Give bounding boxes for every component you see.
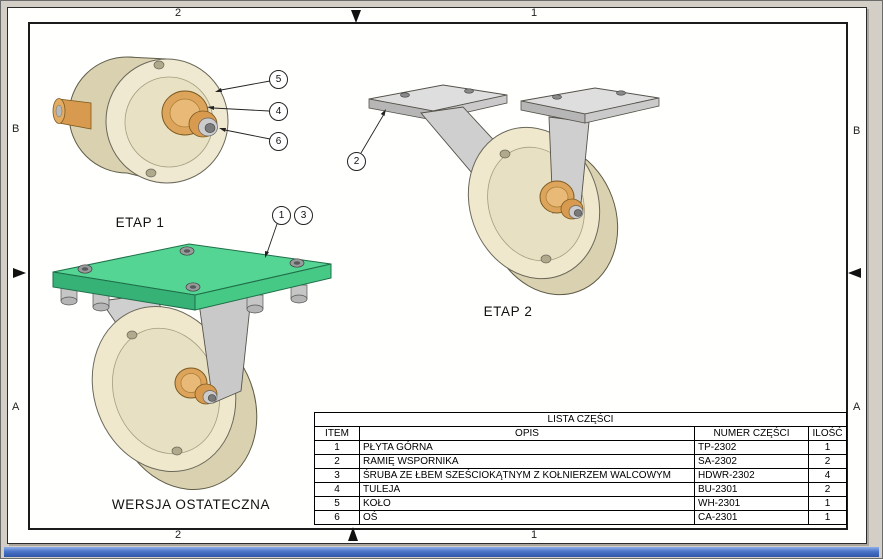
cell-numer[interactable]: TP-2302 bbox=[694, 440, 809, 455]
parts-list-table[interactable]: LISTA CZĘŚCI ITEM OPIS NUMER CZĘŚCI ILOŚ… bbox=[314, 412, 847, 525]
column-header-opis[interactable]: OPIS bbox=[359, 426, 695, 441]
cell-opis[interactable]: RAMIĘ WSPORNIKA bbox=[359, 454, 695, 469]
table-row[interactable]: 5 KOŁO WH-2301 1 bbox=[314, 496, 847, 511]
zone-label-bottom-1: 1 bbox=[531, 529, 538, 541]
cell-item[interactable]: 1 bbox=[314, 440, 360, 455]
parts-list-title: LISTA CZĘŚCI bbox=[314, 412, 847, 427]
cell-numer[interactable]: SA-2302 bbox=[694, 454, 809, 469]
zone-label-right-b: B bbox=[853, 125, 861, 137]
view-label-etap1[interactable]: ETAP 1 bbox=[115, 215, 165, 230]
balloon-4[interactable]: 4 bbox=[269, 102, 288, 121]
cell-item[interactable]: 2 bbox=[314, 454, 360, 469]
view-label-etap2[interactable]: ETAP 2 bbox=[483, 304, 533, 319]
parts-list-title-row: LISTA CZĘŚCI bbox=[314, 412, 847, 427]
zone-label-bottom-2: 2 bbox=[175, 529, 182, 541]
drawing-frame-border bbox=[28, 22, 848, 530]
table-row[interactable]: 6 OŚ CA-2301 1 bbox=[314, 510, 847, 525]
column-header-item[interactable]: ITEM bbox=[314, 426, 360, 441]
cell-item[interactable]: 5 bbox=[314, 496, 360, 511]
parts-list-header-row: ITEM OPIS NUMER CZĘŚCI ILOŚĆ bbox=[314, 426, 847, 441]
balloon-2[interactable]: 2 bbox=[347, 152, 366, 171]
column-header-ilosc[interactable]: ILOŚĆ bbox=[808, 426, 847, 441]
balloon-6[interactable]: 6 bbox=[269, 132, 288, 151]
table-row[interactable]: 2 RAMIĘ WSPORNIKA SA-2302 2 bbox=[314, 454, 847, 469]
cell-ilosc[interactable]: 1 bbox=[808, 440, 847, 455]
cell-numer[interactable]: CA-2301 bbox=[694, 510, 809, 525]
cell-item[interactable]: 4 bbox=[314, 482, 360, 497]
table-row[interactable]: 1 PŁYTA GÓRNA TP-2302 1 bbox=[314, 440, 847, 455]
cell-opis[interactable]: PŁYTA GÓRNA bbox=[359, 440, 695, 455]
cell-item[interactable]: 3 bbox=[314, 468, 360, 483]
zone-label-left-b: B bbox=[12, 123, 20, 135]
balloon-1[interactable]: 1 bbox=[272, 206, 291, 225]
table-row[interactable]: 3 ŚRUBA ZE ŁBEM SZEŚCIOKĄTNYM Z KOŁNIERZ… bbox=[314, 468, 847, 483]
column-header-numer[interactable]: NUMER CZĘŚCI bbox=[694, 426, 809, 441]
cell-ilosc[interactable]: 4 bbox=[808, 468, 847, 483]
cell-ilosc[interactable]: 2 bbox=[808, 454, 847, 469]
cell-ilosc[interactable]: 1 bbox=[808, 496, 847, 511]
cell-ilosc[interactable]: 1 bbox=[808, 510, 847, 525]
balloon-3[interactable]: 3 bbox=[294, 206, 313, 225]
cell-opis[interactable]: OŚ bbox=[359, 510, 695, 525]
cell-numer[interactable]: BU-2301 bbox=[694, 482, 809, 497]
zone-label-top-2: 2 bbox=[175, 7, 182, 19]
table-row[interactable]: 4 TULEJA BU-2301 2 bbox=[314, 482, 847, 497]
cell-numer[interactable]: HDWR-2302 bbox=[694, 468, 809, 483]
cell-ilosc[interactable]: 2 bbox=[808, 482, 847, 497]
zone-label-left-a: A bbox=[12, 401, 20, 413]
cell-opis[interactable]: KOŁO bbox=[359, 496, 695, 511]
cell-numer[interactable]: WH-2301 bbox=[694, 496, 809, 511]
balloon-5[interactable]: 5 bbox=[269, 70, 288, 89]
cell-opis[interactable]: TULEJA bbox=[359, 482, 695, 497]
view-label-final[interactable]: WERSJA OSTATECZNA bbox=[111, 497, 271, 512]
zone-label-top-1: 1 bbox=[531, 7, 538, 19]
cell-opis[interactable]: ŚRUBA ZE ŁBEM SZEŚCIOKĄTNYM Z KOŁNIERZEM… bbox=[359, 468, 695, 483]
window-bottom-edge bbox=[4, 547, 879, 557]
cell-item[interactable]: 6 bbox=[314, 510, 360, 525]
zone-label-right-a: A bbox=[853, 401, 861, 413]
